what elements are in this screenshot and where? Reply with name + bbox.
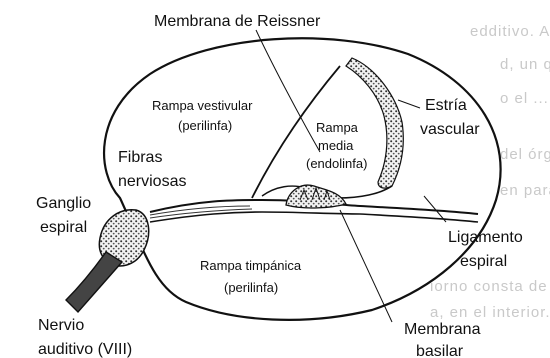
leader-line-stria <box>398 100 420 108</box>
label-fibras-nerviosas: nerviosas <box>118 173 186 190</box>
label-rampa-media-media: media <box>318 138 354 153</box>
label-rampa-media-endolinfa: (endolinfa) <box>306 156 367 171</box>
label-ligamento-espiral: espiral <box>460 253 507 270</box>
label-ganglio: Ganglio <box>36 195 91 212</box>
label-rampa-timpanica: Rampa timpánica <box>200 258 302 273</box>
label-estria-vascular: vascular <box>420 121 480 138</box>
auditory-nerve <box>66 252 122 312</box>
label-fibras: Fibras <box>118 149 162 166</box>
label-nervio: Nervio <box>38 317 84 334</box>
label-membrana: Membrana <box>404 321 481 338</box>
spiral-lamina-lower <box>150 212 478 222</box>
label-ganglio-espiral: espiral <box>40 219 87 236</box>
label-rampa-media: Rampa <box>316 120 359 135</box>
label-membrana-basilar: basilar <box>416 343 464 358</box>
label-nervio-auditivo: auditivo (VIII) <box>38 341 132 358</box>
leader-line-basilar <box>340 210 392 322</box>
leader-line-reissner <box>256 30 320 152</box>
label-rampa-timpanica-perilinfa: (perilinfa) <box>224 280 278 295</box>
label-rampa-vestibular-perilinfa: (perilinfa) <box>178 118 232 133</box>
label-rampa-vestibular: Rampa vestivular <box>152 98 253 113</box>
label-membrana-reissner: Membrana de Reissner <box>154 13 321 30</box>
label-ligamento: Ligamento <box>448 229 523 246</box>
label-estria: Estría <box>425 97 467 114</box>
